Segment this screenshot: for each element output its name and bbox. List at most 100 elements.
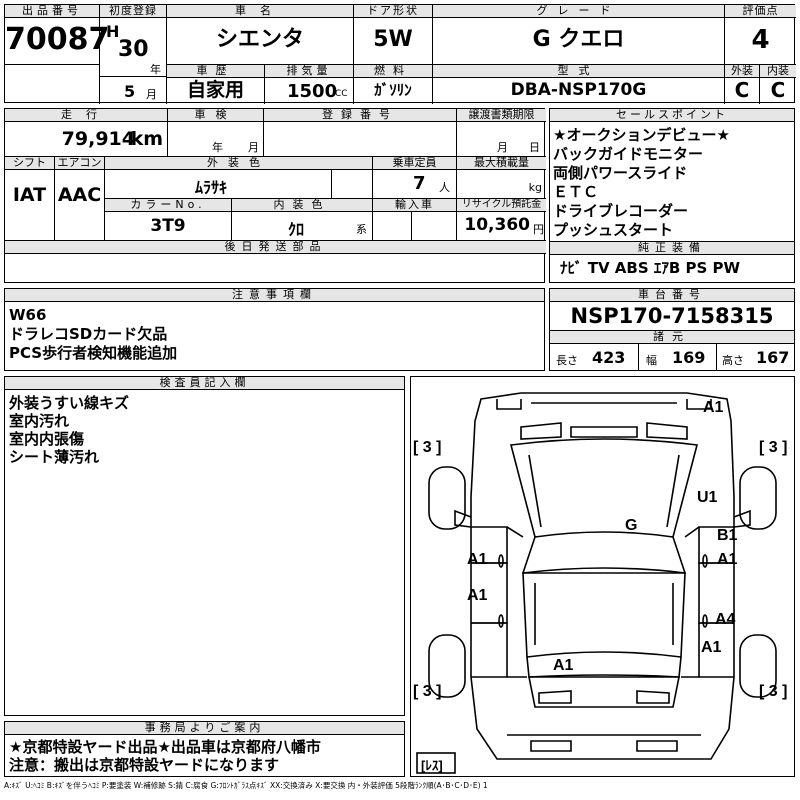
office-label: 事務局よりご案内 — [5, 722, 404, 735]
dims-label: 諸元 — [550, 330, 794, 344]
model-value: DBA-NSP170G — [510, 80, 647, 100]
history-cell: 車歴 自家用 — [167, 65, 265, 104]
lot-cell: 出品番号 70087 — [5, 5, 110, 65]
recycle-label: リサイクル預託金 — [457, 199, 546, 212]
year-unit: 年 — [150, 63, 161, 76]
interior-grade-cell: 内装 C — [760, 65, 796, 104]
lot-blank — [5, 65, 100, 104]
import-cell: 輸入車 — [373, 199, 457, 241]
score-cell: 評価点 4 — [725, 5, 796, 65]
color-no-label: カラーNo. — [105, 199, 231, 212]
door-value: 5W — [373, 27, 413, 52]
inspector-line: 室内汚れ — [9, 412, 70, 430]
width-label: 幅 — [646, 354, 657, 367]
grade-label: グレード — [433, 5, 724, 18]
door-cell: ドア形状 5W — [354, 5, 433, 65]
int-color-label: 内装色 — [232, 199, 372, 212]
lot-number: 70087 — [5, 22, 110, 57]
history-value: 自家用 — [186, 79, 244, 101]
color-label: 外装色 — [105, 157, 372, 170]
damage-front-right: A1 — [703, 399, 724, 416]
model-label: 型式 — [433, 65, 724, 78]
note-line: ドラレコSDカード欠品 — [9, 325, 168, 343]
reg-month: 5 — [124, 82, 136, 101]
damage-rear-center: A1 — [553, 657, 574, 674]
sales-point-line: バックガイドモニター — [553, 145, 704, 163]
sales-points-list: ★オークションデビュー★ バックガイドモニター 両側パワースライド ＥＴＣ ドラ… — [550, 122, 794, 240]
reg-number-cell: 登録番号 — [264, 109, 457, 157]
height-value: 167 — [756, 348, 790, 367]
seats-value: 7 — [413, 173, 426, 194]
chassis-number: NSP170-7158315 — [570, 304, 774, 328]
car-name: シエンタ — [215, 27, 304, 52]
length-label: 長さ — [556, 354, 578, 367]
month-unit: 月 — [146, 88, 157, 101]
displacement-cell: 排気量 1500 CC — [265, 65, 354, 104]
width-value: 169 — [672, 348, 706, 367]
ac-cell: エアコン AAC — [55, 157, 105, 241]
displacement-value: 1500 — [287, 81, 338, 102]
notes-label: 注意事項欄 — [5, 289, 544, 302]
recycle-unit: 円 — [533, 223, 544, 236]
note-line: PCS歩行者検知機能追加 — [9, 344, 178, 362]
int-color-value: ｸﾛ — [288, 220, 305, 239]
inspector-block: 検査員記入欄 外装うすい線キズ 室内汚れ 室内内張傷 シート薄汚れ — [4, 376, 405, 716]
exterior-label: 外装 — [725, 65, 759, 78]
lot-label: 出品番号 — [5, 5, 99, 18]
notes-block: 注意事項欄 W66 ドラレコSDカード欠品 PCS歩行者検知機能追加 — [4, 288, 545, 371]
inspection-month-unit: 月 — [248, 141, 259, 154]
office-block: 事務局よりご案内 ★京都特設ヤード出品★出品車は京都府八幡市 注意：搬出は京都特… — [4, 721, 405, 777]
sales-points-block: セールスポイント ★オークションデビュー★ バックガイドモニター 両側パワースラ… — [549, 108, 795, 283]
damage-front-door-left: A1 — [467, 551, 488, 568]
color-value: ﾑﾗｻｷ — [195, 178, 228, 197]
inspection-year-unit: 年 — [212, 141, 223, 154]
seats-cell: 乗車定員 7 人 — [373, 157, 457, 199]
displacement-unit: CC — [335, 89, 348, 99]
shift-value: IAT — [12, 184, 47, 206]
tire-rear-right-mark: [ 3 ] — [759, 683, 788, 700]
exterior-value: C — [734, 78, 750, 102]
damage-front-door-right: A1 — [717, 551, 738, 568]
chassis-label: 車台番号 — [550, 289, 794, 302]
details-block: 走行 79,914 km 車検 年 月 登録番号 譲渡書類期限 月 日 シフト … — [4, 108, 546, 283]
color-no-cell: カラーNo. 3T9 — [105, 199, 232, 241]
reg-number-label: 登録番号 — [264, 109, 456, 122]
sales-points-label: セールスポイント — [550, 109, 794, 122]
mileage-cell: 走行 79,914 km — [5, 109, 168, 157]
office-line: ★京都特設ヤード出品★出品車は京都府八幡市 — [9, 738, 321, 756]
reg-year: 30 — [118, 37, 149, 62]
inspector-line: シート薄汚れ — [9, 448, 100, 466]
int-color-unit: 系 — [356, 223, 367, 236]
fuel-value: ｶﾞｿﾘﾝ — [374, 81, 412, 99]
int-color-cell: 内装色 ｸﾛ 系 — [232, 199, 373, 241]
tire-front-right-mark: [ 3 ] — [759, 439, 788, 456]
sales-point-line: プッシュスタート — [553, 221, 674, 239]
mileage-label: 走行 — [5, 109, 167, 122]
fuel-label: 燃料 — [354, 65, 432, 78]
car-name-label: 車名 — [167, 5, 353, 18]
office-line: 注意：搬出は京都特設ヤードになります — [9, 756, 280, 774]
transfer-day-unit: 日 — [529, 141, 540, 154]
car-outline-svg — [416, 392, 777, 774]
inspection-label: 車検 — [168, 109, 263, 122]
interior-value: C — [770, 78, 786, 102]
shift-label: シフト — [5, 157, 54, 170]
import-label: 輸入車 — [373, 199, 456, 212]
equipment-value: ﾅﾋﾞ TV ABS ｴｱB PS PW — [560, 259, 741, 277]
score-value: 4 — [751, 25, 770, 55]
sales-point-line: ドライブレコーダー — [553, 202, 689, 220]
sales-point-line: ＥＴＣ — [553, 183, 599, 201]
model-cell: 型式 DBA-NSP170G — [433, 65, 725, 104]
transfer-month-unit: 月 — [497, 141, 508, 154]
score-label: 評価点 — [725, 5, 796, 18]
inspector-label: 検査員記入欄 — [5, 377, 404, 390]
seats-unit: 人 — [439, 181, 450, 194]
sales-point-line: ★オークションデビュー★ — [553, 126, 730, 144]
grade-cell: グレード G クエロ — [433, 5, 725, 65]
inspector-line: 室内内張傷 — [9, 430, 85, 448]
load-label: 最大積載量 — [457, 157, 546, 170]
legend: A:ｷｽﾞ U:ﾍｺﾐ B:ｷｽﾞを伴うﾍｺﾐ P:要塗装 W:補修跡 S:錆 … — [4, 781, 488, 790]
transfer-cell: 譲渡書類期限 月 日 — [457, 109, 546, 157]
inspection-cell: 車検 年 月 — [168, 109, 264, 157]
load-unit: kg — [528, 181, 542, 194]
